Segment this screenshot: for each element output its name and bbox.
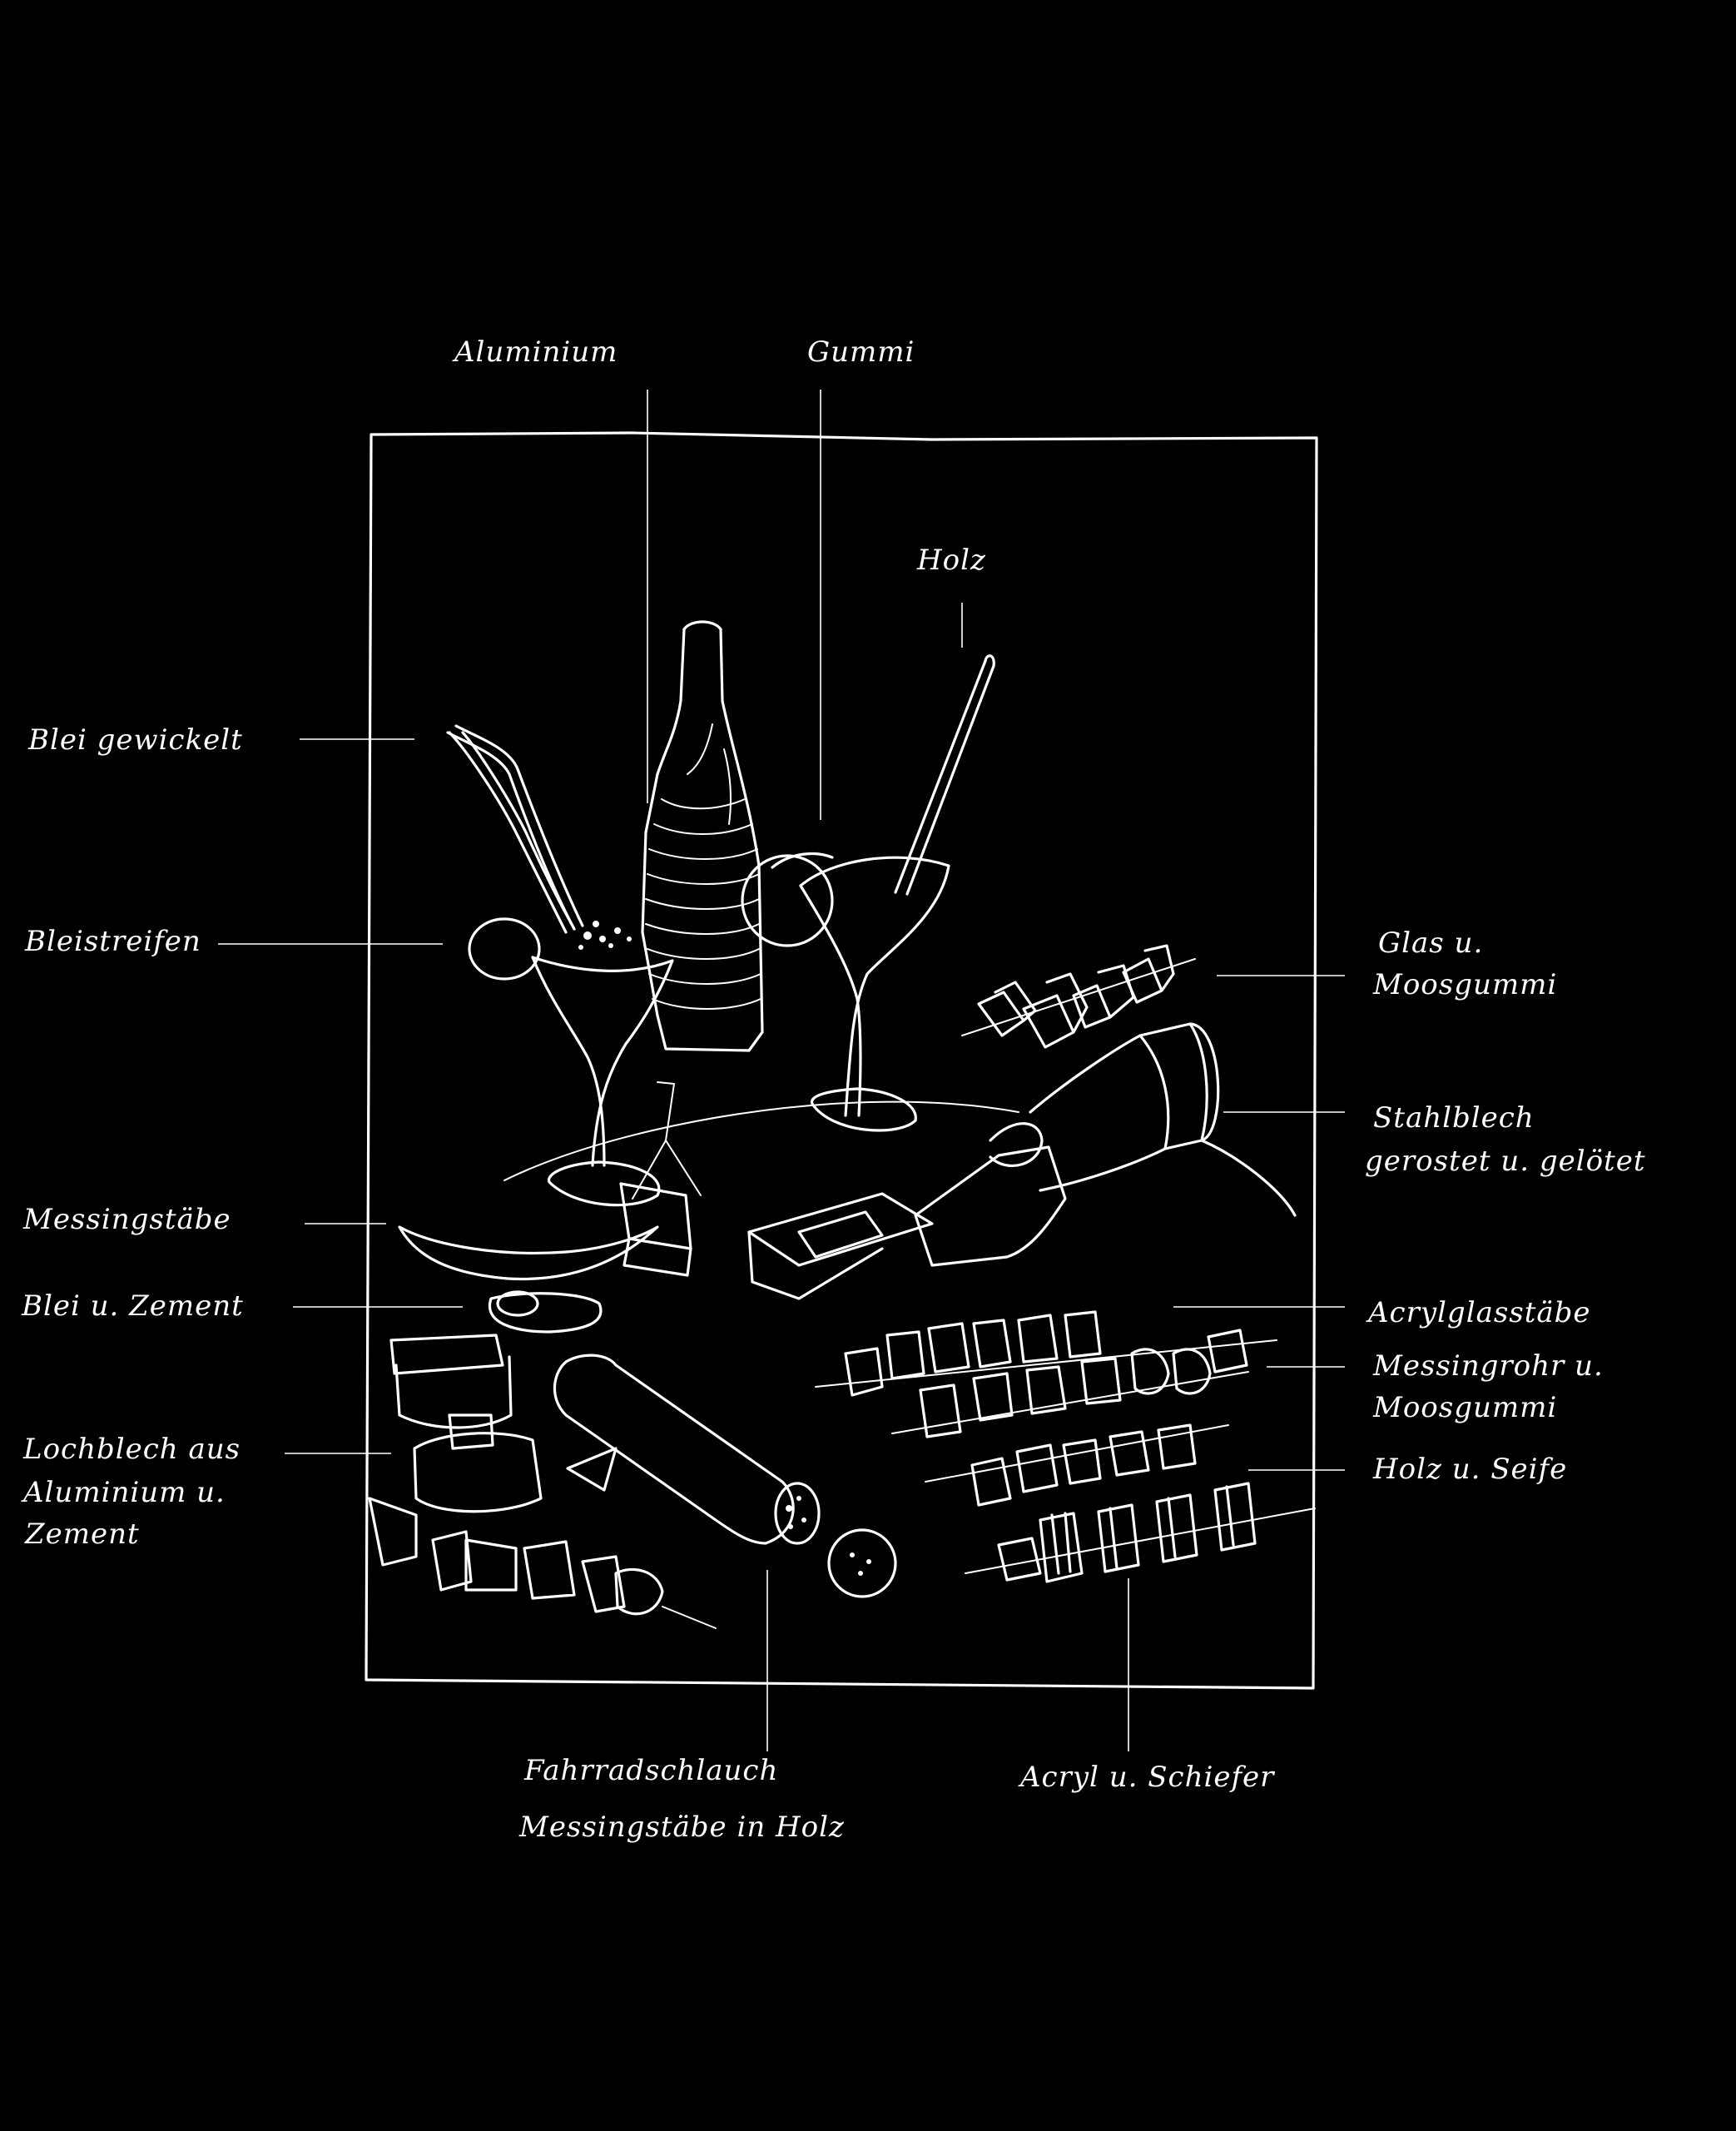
label-bleistreifen: Bleistreifen [25,925,201,958]
tube-drawing [553,1354,897,1598]
label-messingstaebe: Messingstäbe [23,1203,231,1236]
bottom-right-skewers-drawing [925,1423,1316,1583]
top-right-skewer-drawing [961,944,1196,1049]
left-straw-drawing [446,724,584,931]
label-holz: Holz [917,544,986,577]
bottle-drawing [641,620,764,1052]
center-objects-drawing [398,1081,702,1334]
label-fahrradschlauch-line2: Messingstäbe in Holz [519,1811,845,1844]
label-lochblech-line2: Aluminium u. [23,1476,226,1509]
right-glass-drawing [741,654,995,1132]
label-lochblech-line3: Zement [25,1518,140,1551]
label-acrylglasstaebe: Acrylglasstäbe [1368,1296,1591,1329]
middle-right-skewers-drawing [815,1310,1277,1438]
label-holz-seife: Holz u. Seife [1373,1453,1568,1486]
bottom-left-objects-drawing [368,1334,717,1629]
label-messingrohr-line1: Messingrohr u. [1373,1349,1604,1383]
label-stahlblech-line1: Stahlblech [1373,1101,1535,1135]
table-outline [503,1100,1019,1181]
label-stahlblech-line2: gerostet u. gelötet [1365,1145,1646,1178]
label-glas-moosgummi-line1: Glas u. [1378,926,1484,960]
frame-border [365,431,1318,1690]
label-gummi: Gummi [807,335,915,369]
left-glass-drawing [448,731,674,1207]
label-aluminium: Aluminium [454,335,618,369]
label-acryl-schiefer: Acryl u. Schiefer [1020,1761,1275,1794]
label-glas-moosgummi-line2: Moosgummi [1373,968,1558,1001]
label-fahrradschlauch-line1: Fahrradschlauch [524,1754,779,1787]
label-messingrohr-line2: Moosgummi [1373,1391,1558,1424]
label-lochblech-line1: Lochblech aus [23,1433,241,1466]
label-blei-zement: Blei u. Zement [22,1289,244,1323]
leader-lines [218,390,1345,1751]
label-blei-gewickelt: Blei gewickelt [28,723,243,757]
steel-objects-drawing [747,1022,1297,1300]
